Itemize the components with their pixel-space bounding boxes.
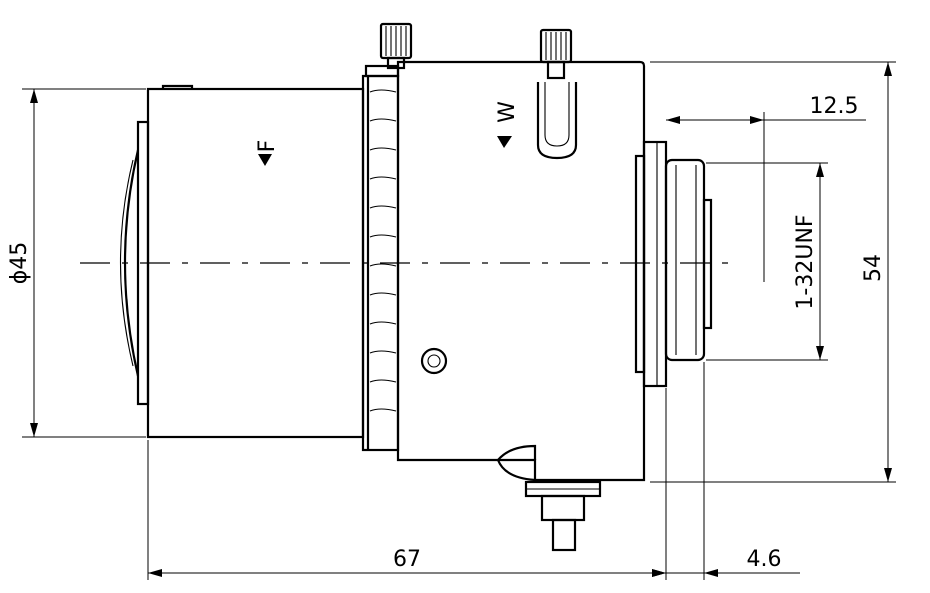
knurl-rib bbox=[369, 118, 397, 122]
svg-text:W: W bbox=[495, 101, 520, 123]
length-label: 67 bbox=[393, 547, 421, 572]
thread-label: 1-32UNF bbox=[793, 214, 818, 309]
thread-depth-label: 12.5 bbox=[810, 94, 859, 119]
flange-dimension: 4.6 bbox=[652, 362, 800, 580]
main-body bbox=[396, 60, 646, 552]
height-label: 54 bbox=[861, 254, 886, 282]
zoom-lock-screw bbox=[539, 28, 573, 80]
knurl-rib bbox=[369, 263, 397, 267]
knurl-rib bbox=[369, 379, 397, 383]
zoom-marking: W bbox=[495, 101, 520, 148]
thread-dimension: 1-32UNF bbox=[706, 162, 828, 361]
knurl-rib bbox=[369, 205, 397, 209]
focus-lock-screw bbox=[364, 22, 413, 78]
thread-depth-dimension: 12.5 bbox=[666, 94, 866, 282]
rear-mount bbox=[634, 140, 713, 388]
knurl-rib bbox=[369, 350, 397, 354]
length-dimension: 67 bbox=[147, 388, 667, 580]
svg-text:F: F bbox=[255, 140, 280, 153]
focus-barrel bbox=[120, 84, 365, 439]
knurl-rib bbox=[369, 89, 397, 93]
knurl-rib bbox=[369, 292, 397, 296]
focus-marking: F bbox=[255, 140, 280, 166]
knurl-rib bbox=[369, 147, 397, 151]
diameter-dimension: ϕ45 bbox=[7, 88, 146, 438]
knurl-rib bbox=[369, 176, 397, 180]
diameter-label: ϕ45 bbox=[7, 242, 32, 285]
flange-label: 4.6 bbox=[747, 547, 782, 572]
knurl-rib bbox=[369, 321, 397, 325]
knurl-rib bbox=[369, 408, 397, 412]
knurl-rib bbox=[369, 234, 397, 238]
height-dimension: 54 bbox=[650, 61, 896, 483]
